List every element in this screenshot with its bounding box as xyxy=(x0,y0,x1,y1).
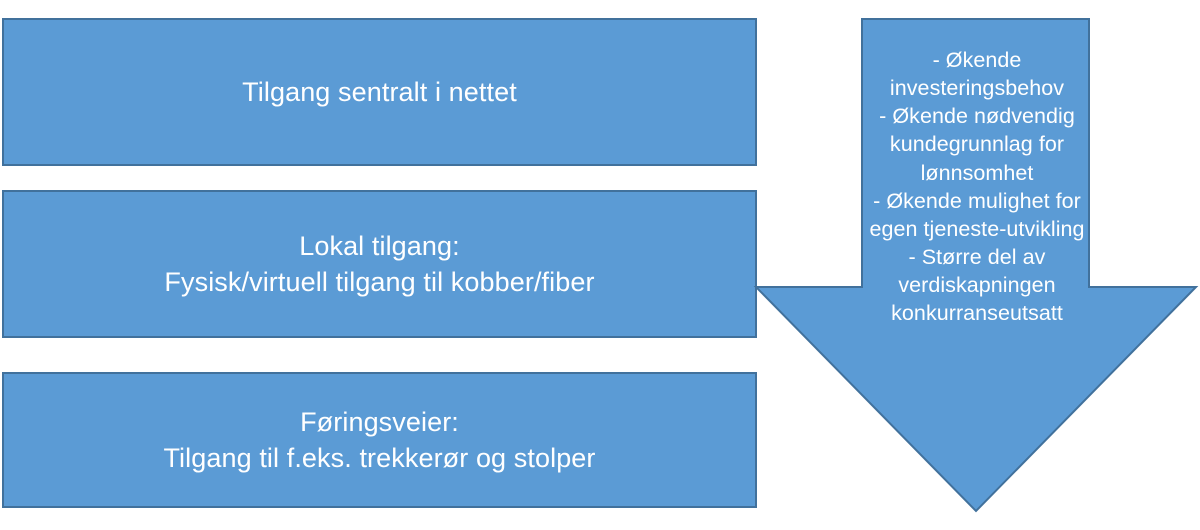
process-box-foringsveier[interactable]: Føringsveier: Tilgang til f.eks. trekker… xyxy=(2,372,757,508)
down-arrow-shape[interactable]: - Økende investeringsbehov - Økende nødv… xyxy=(752,18,1200,518)
process-box-tilgang-sentralt[interactable]: Tilgang sentralt i nettet xyxy=(2,18,757,166)
down-arrow-label: - Økende investeringsbehov - Økende nødv… xyxy=(869,48,1085,326)
down-arrow-icon xyxy=(753,18,1199,513)
process-box-lokal-tilgang[interactable]: Lokal tilgang: Fysisk/virtuell tilgang t… xyxy=(2,190,757,338)
